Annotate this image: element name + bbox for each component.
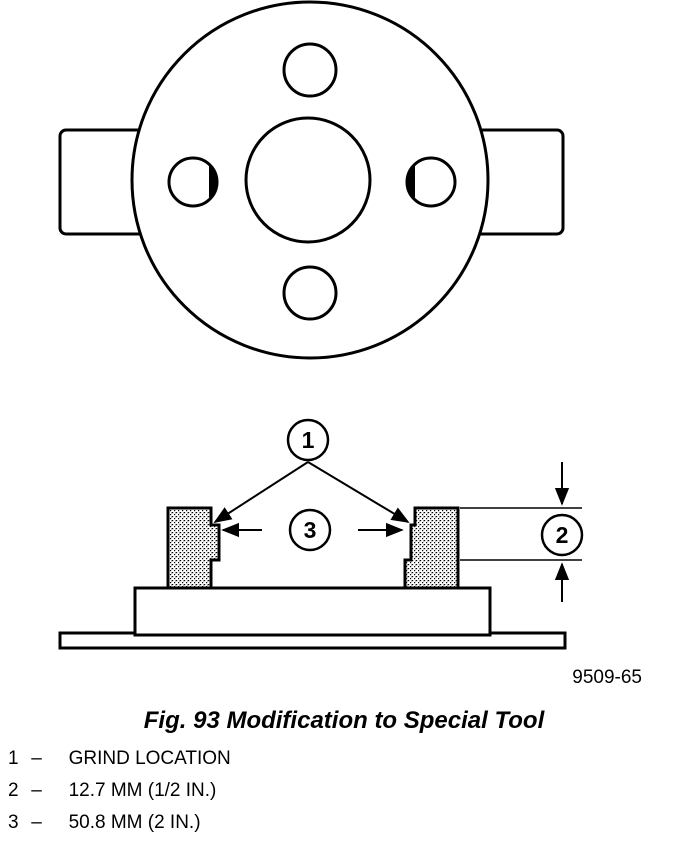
right-hole-grind-mark (406, 164, 415, 200)
center-bore (244, 116, 372, 244)
legend-item-text: GRIND LOCATION (68, 748, 231, 769)
right-post (403, 506, 460, 590)
legend-item-number: 1 (8, 748, 19, 769)
legend-item-text: 50.8 MM (2 IN.) (68, 812, 201, 833)
callout-3-label: 3 (304, 517, 317, 543)
figure-id: 9509-65 (572, 667, 642, 688)
callout-3: 3 (288, 508, 332, 552)
legend-item-text: 12.7 MM (1/2 IN.) (68, 780, 217, 801)
legend-item-number: 2 (8, 780, 19, 801)
callout-1: 1 (286, 418, 330, 462)
legend-item: 2 – 12.7 MM (1/2 IN.) (8, 780, 231, 812)
legend-item: 1 – GRIND LOCATION (8, 748, 231, 780)
top-view (58, 0, 565, 360)
legend-item-number: 3 (8, 812, 19, 833)
legend-item: 3 – 50.8 MM (2 IN.) (8, 812, 231, 844)
legend-separator: – (31, 812, 42, 833)
dimension-2 (460, 462, 582, 602)
top-hole (282, 42, 338, 98)
callout-2: 2 (540, 513, 584, 557)
callout-2-label: 2 (556, 522, 569, 548)
callout-1-label: 1 (302, 427, 315, 453)
callout-1-leaders (213, 461, 410, 523)
figure-caption: Fig. 93 Modification to Special Tool (143, 707, 545, 734)
legend: 1 – GRIND LOCATION 2 – 12.7 MM (1/2 IN.)… (8, 748, 231, 844)
legend-separator: – (31, 780, 42, 801)
left-hole-grind-mark (209, 164, 218, 200)
bottom-hole (282, 265, 338, 321)
legend-separator: – (31, 748, 42, 769)
side-view (58, 506, 567, 650)
left-post (166, 506, 221, 590)
tool-diagram: 1 3 2 9509-65 (58, 0, 642, 688)
base-block (133, 586, 492, 637)
